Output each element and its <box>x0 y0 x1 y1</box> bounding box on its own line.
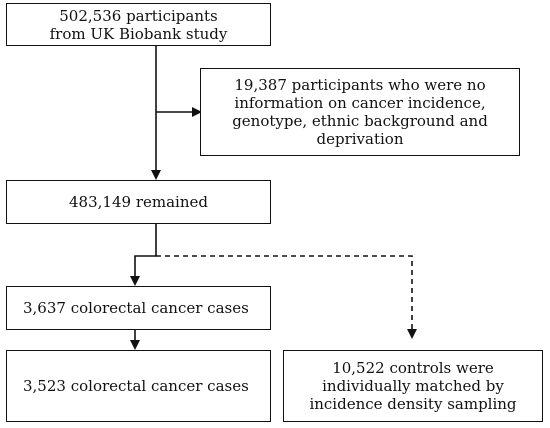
cases-initial-text: 3,637 colorectal cancer cases <box>23 299 249 317</box>
controls-box: 10,522 controls were individually matche… <box>283 350 543 422</box>
remained-box: 483,149 remained <box>6 180 271 224</box>
participants-box: 502,536 participants from UK Biobank stu… <box>6 3 271 46</box>
cases-initial-box: 3,637 colorectal cancer cases <box>6 286 271 330</box>
controls-line-1: 10,522 controls were <box>332 359 494 377</box>
controls-line-3: incidence density sampling <box>309 395 517 413</box>
dashed-arrow-remained-to-controls <box>156 255 417 339</box>
controls-line-2: individually matched by <box>322 377 504 395</box>
remained-text: 483,149 remained <box>69 193 208 211</box>
participants-line-2: from UK Biobank study <box>49 24 228 43</box>
excluded-line-4: deprivation <box>316 130 404 148</box>
excluded-line-2: information on cancer incidence, <box>234 94 486 112</box>
participants-line-1: 502,536 participants <box>59 6 218 25</box>
arrow-remained-to-cases <box>130 224 157 286</box>
cases-final-text: 3,523 colorectal cancer cases <box>23 377 249 395</box>
excluded-box: 19,387 participants who were no informat… <box>200 68 520 156</box>
excluded-line-3: genotype, ethnic background and <box>232 112 488 130</box>
cases-final-box: 3,523 colorectal cancer cases <box>6 350 271 422</box>
excluded-line-1: 19,387 participants who were no <box>234 76 486 94</box>
